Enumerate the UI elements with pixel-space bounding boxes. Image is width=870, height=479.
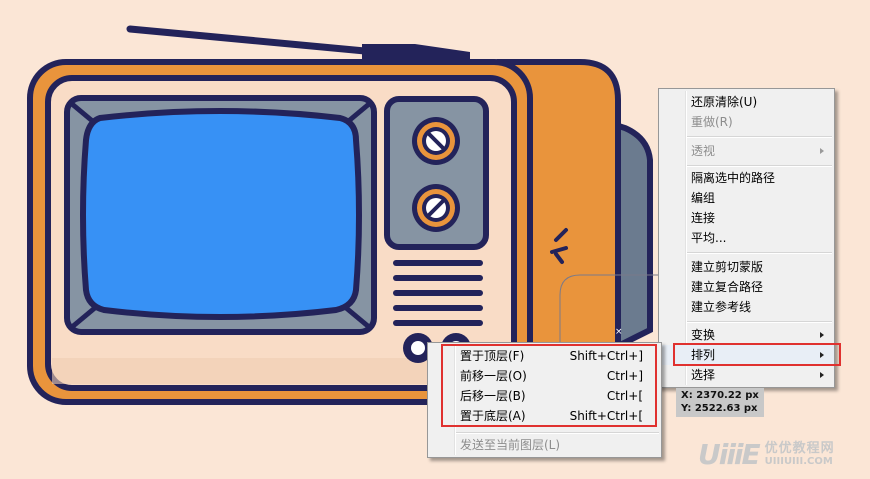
menu-item-label: 置于底层(A) — [460, 409, 526, 423]
menu-separator — [687, 252, 832, 254]
menu-item-label: 平均... — [691, 231, 727, 245]
menu-item-undo-clear[interactable]: 还原清除(U) — [659, 92, 834, 112]
menu-separator — [687, 321, 832, 323]
menu-gutter — [454, 345, 456, 455]
watermark-en-text: UIIIUIII.COM — [764, 456, 833, 467]
menu-item-label: 选择 — [691, 368, 716, 382]
context-menu: 还原清除(U) 重做(R) 透视 隔离选中的路径 编组 连接 平均... 建立剪… — [658, 88, 835, 388]
watermark: UiiiE 优优教程网 UIIIUIII.COM — [698, 440, 835, 470]
menu-item-make-guides[interactable]: 建立参考线 — [659, 297, 834, 317]
selection-path — [559, 274, 660, 350]
watermark-cn-text: 优优教程网 — [764, 441, 835, 456]
submenu-arrow-icon — [820, 352, 824, 358]
menu-item-label: 发送至当前图层(L) — [460, 438, 561, 452]
menu-item-make-clipping-mask[interactable]: 建立剪切蒙版 — [659, 257, 834, 277]
menu-item-arrange[interactable]: 排列 — [659, 345, 834, 365]
submenu-item-send-to-back[interactable]: 置于底层(A) Shift+Ctrl+[ — [428, 406, 661, 426]
tv-control-panel — [384, 96, 489, 250]
cursor-coordinates-tooltip: X: 2370.22 px Y: 2522.63 px — [676, 388, 764, 417]
watermark-logo: UiiiE — [698, 438, 761, 471]
submenu-arrow-icon — [820, 148, 824, 154]
submenu-item-send-backward[interactable]: 后移一层(B) Ctrl+[ — [428, 386, 661, 406]
menu-item-transform[interactable]: 变换 — [659, 325, 834, 345]
menu-item-label: 连接 — [691, 211, 716, 225]
menu-separator — [687, 165, 832, 167]
menu-item-redo[interactable]: 重做(R) — [659, 112, 834, 132]
submenu-item-bring-to-front[interactable]: 置于顶层(F) Shift+Ctrl+] — [428, 346, 661, 366]
tv-antenna — [126, 25, 470, 64]
menu-item-label: 变换 — [691, 328, 716, 342]
menu-item-make-compound-path[interactable]: 建立复合路径 — [659, 277, 834, 297]
menu-separator — [687, 136, 832, 138]
path-anchor-marker: × — [615, 327, 623, 337]
menu-item-label: 编组 — [691, 191, 716, 205]
arrange-submenu: 置于顶层(F) Shift+Ctrl+] 前移一层(O) Ctrl+] 后移一层… — [427, 342, 662, 458]
menu-item-label: 排列 — [691, 348, 716, 362]
menu-item-label: 建立参考线 — [691, 300, 752, 314]
menu-item-label: 重做(R) — [691, 115, 733, 129]
menu-item-perspective[interactable]: 透视 — [659, 141, 834, 161]
menu-item-join[interactable]: 连接 — [659, 208, 834, 228]
tv-speaker-grille — [393, 260, 483, 326]
submenu-arrow-icon — [820, 332, 824, 338]
menu-item-label: 透视 — [691, 144, 716, 158]
submenu-item-bring-forward[interactable]: 前移一层(O) Ctrl+] — [428, 366, 661, 386]
menu-item-label: 还原清除(U) — [691, 95, 758, 109]
menu-item-label: 前移一层(O) — [460, 369, 527, 383]
menu-item-label: 后移一层(B) — [460, 389, 526, 403]
submenu-item-send-to-current-layer[interactable]: 发送至当前图层(L) — [428, 435, 661, 455]
menu-item-label: 建立复合路径 — [691, 280, 764, 294]
menu-item-shortcut: Shift+Ctrl+] — [569, 349, 643, 363]
menu-item-group[interactable]: 编组 — [659, 188, 834, 208]
submenu-arrow-icon — [820, 372, 824, 378]
menu-item-label: 隔离选中的路径 — [691, 171, 776, 185]
tv-screen — [80, 108, 362, 320]
menu-item-select[interactable]: 选择 — [659, 365, 834, 385]
menu-item-shortcut: Shift+Ctrl+[ — [569, 409, 643, 423]
menu-item-shortcut: Ctrl+[ — [606, 389, 643, 403]
annotation-highlight-arrange — [673, 343, 841, 366]
menu-item-shortcut: Ctrl+] — [606, 369, 643, 383]
cursor-x: X: 2370.22 px — [681, 390, 759, 401]
annotation-highlight-arrange-options — [441, 344, 657, 427]
menu-item-label: 置于顶层(F) — [460, 349, 525, 363]
menu-gutter — [685, 91, 687, 385]
menu-separator — [456, 432, 659, 434]
menu-item-isolate-path[interactable]: 隔离选中的路径 — [659, 168, 834, 188]
cursor-y: Y: 2522.63 px — [681, 403, 758, 414]
menu-item-label: 建立剪切蒙版 — [691, 260, 764, 274]
menu-item-average[interactable]: 平均... — [659, 228, 834, 248]
